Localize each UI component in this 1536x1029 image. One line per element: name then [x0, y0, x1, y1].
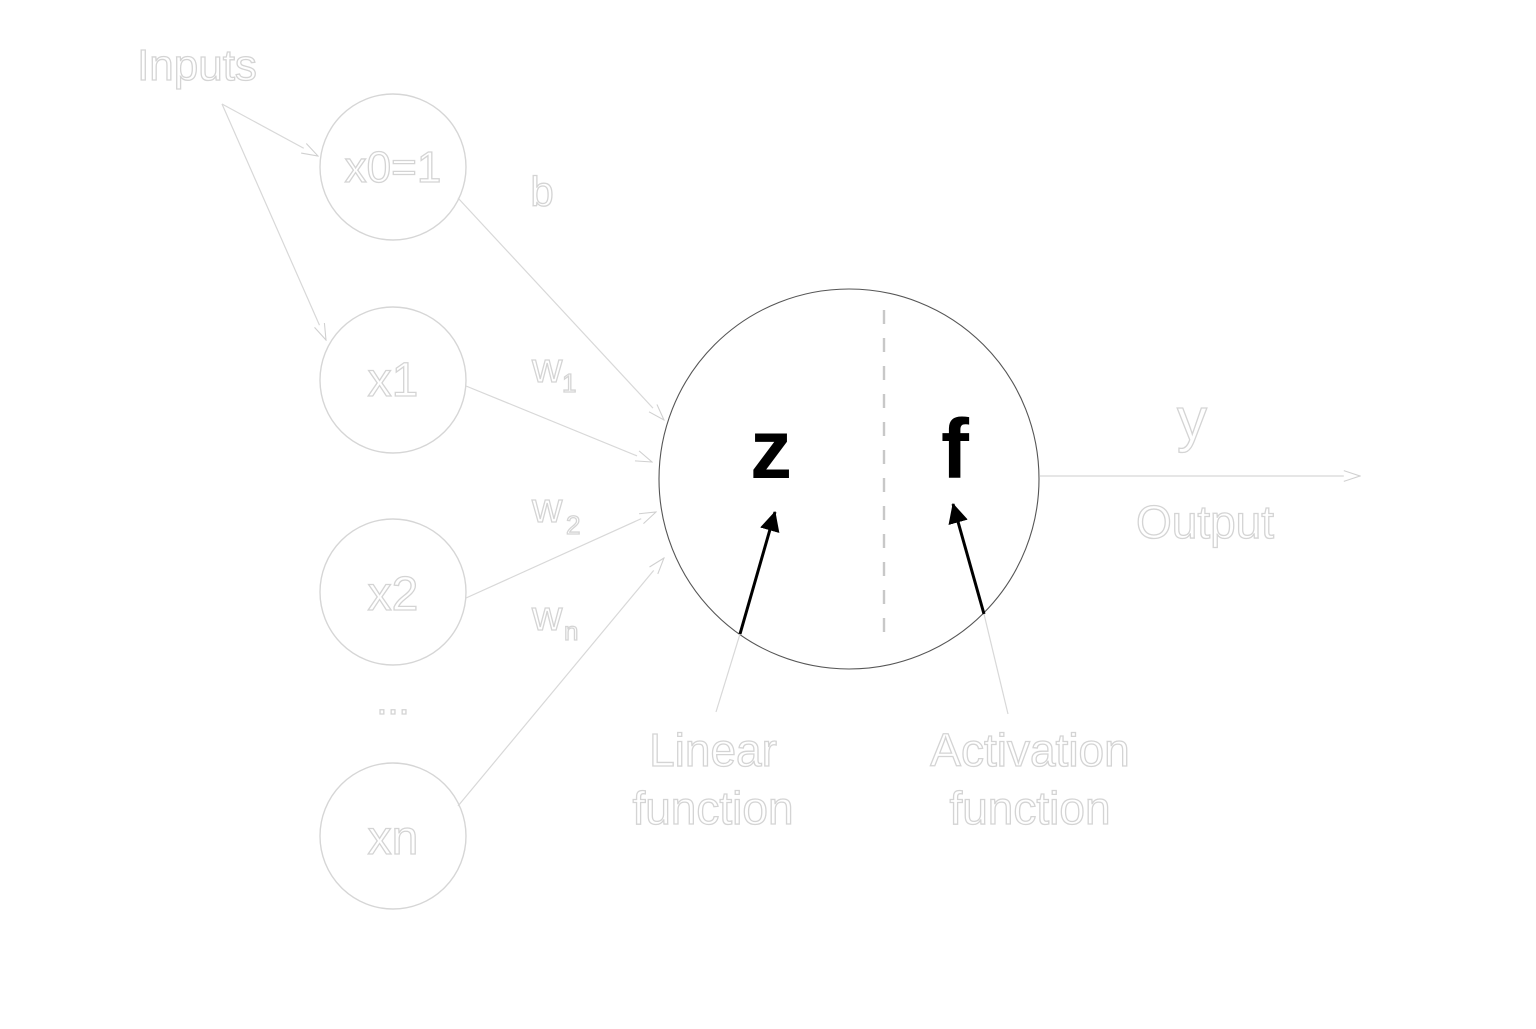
- input-node-x2-label: x2: [368, 568, 419, 621]
- output-symbol: y: [1177, 386, 1207, 453]
- input-node-x1: x1: [319, 306, 467, 454]
- ellipsis-label: ...: [376, 679, 409, 723]
- weight-2-label: w 2: [530, 483, 581, 540]
- linear-pointer: [738, 511, 780, 635]
- connection-w2: [465, 512, 656, 599]
- svg-text:w: w: [531, 484, 563, 531]
- input-node-x0: x0=1: [319, 93, 467, 241]
- linear-pointer-faded: [715, 633, 741, 713]
- neuron: z f: [658, 288, 1040, 670]
- activation-caption-line1: Activation: [930, 724, 1129, 776]
- output-label: Output: [1136, 496, 1274, 548]
- input-node-xn: xn: [319, 762, 467, 910]
- activation-pointer-faded: [983, 613, 1009, 715]
- input-node-xn-label: xn: [368, 812, 419, 865]
- neuron-outline: [658, 288, 1040, 670]
- input-node-x1-label: x1: [368, 354, 419, 407]
- connection-w1: [465, 385, 652, 462]
- connection-bias: [457, 197, 664, 420]
- weight-n-label: w n: [530, 591, 579, 646]
- connection-wn: [457, 558, 664, 807]
- z-symbol: z: [750, 402, 792, 496]
- inputs-arrow-x1: [221, 103, 326, 340]
- input-node-x0-label: x0=1: [345, 143, 442, 192]
- svg-text:n: n: [564, 616, 578, 646]
- activation-caption-line2: function: [949, 782, 1110, 834]
- input-node-x2: x2: [319, 518, 467, 666]
- inputs-arrow-x0: [221, 103, 318, 156]
- svg-text:w: w: [531, 344, 563, 391]
- svg-text:w: w: [531, 592, 563, 639]
- linear-caption-line1: Linear: [649, 724, 777, 776]
- svg-text:2: 2: [566, 510, 580, 540]
- linear-caption-line2: function: [632, 782, 793, 834]
- f-symbol: f: [941, 402, 970, 496]
- svg-text:1: 1: [562, 368, 576, 398]
- inputs-label: Inputs: [137, 41, 257, 90]
- weight-1-label: w 1: [530, 343, 577, 398]
- bias-label: b: [530, 168, 553, 215]
- activation-pointer: [948, 503, 986, 615]
